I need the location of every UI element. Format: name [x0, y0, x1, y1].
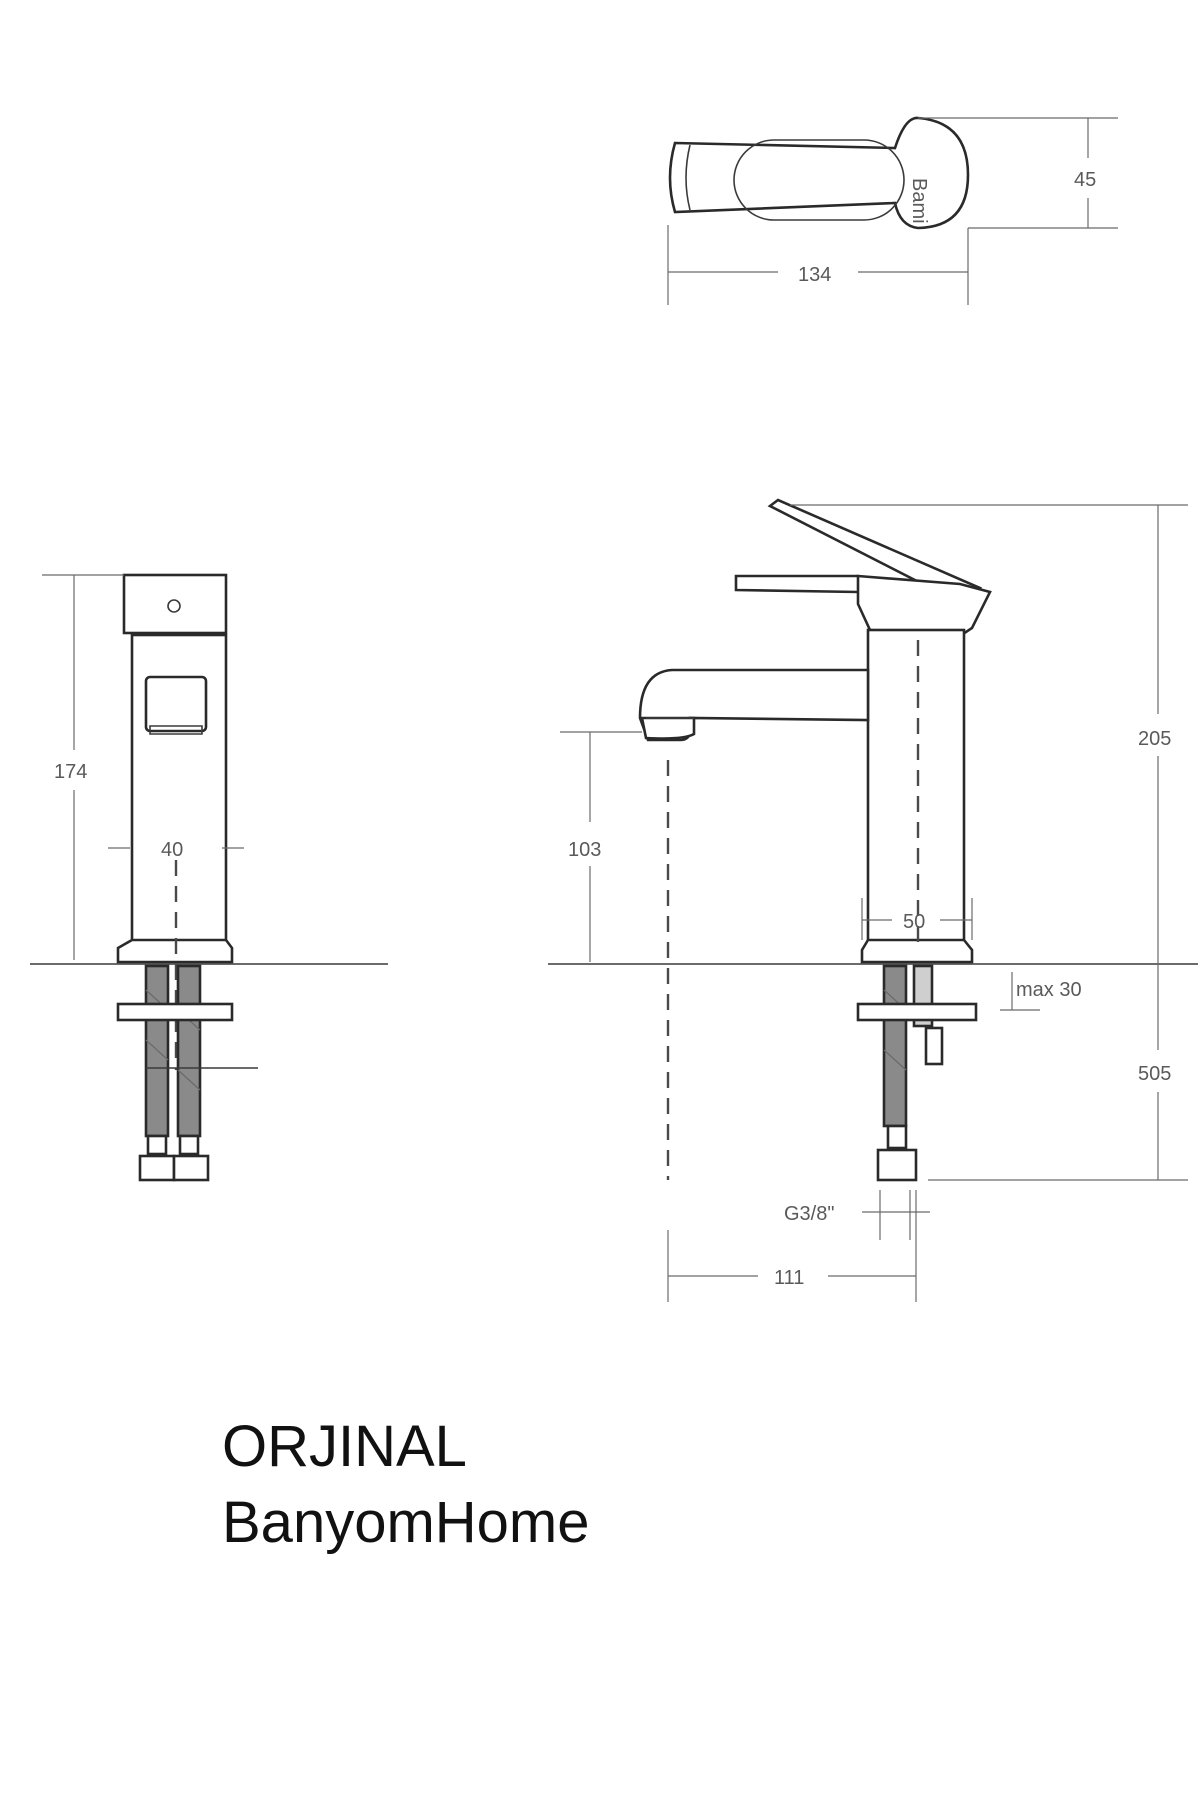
top-length-label: 134	[798, 264, 831, 286]
front-view: 205 505 103 50 max 30 G3/8" 111	[548, 498, 1198, 1302]
spout-height-label: 103	[568, 839, 601, 861]
caption-line-1: ORJINAL	[222, 1414, 467, 1479]
reach-label: 111	[774, 1267, 804, 1289]
top-height-label: 45	[1074, 169, 1096, 191]
hose-length-label: 505	[1138, 1063, 1171, 1085]
side-width-label: 40	[161, 839, 183, 861]
base-width-label: 50	[903, 911, 925, 933]
caption-line-2: BanyomHome	[222, 1490, 590, 1555]
side-height-label: 174	[54, 761, 87, 783]
total-height-label: 205	[1138, 728, 1171, 750]
top-view: Bami 134 45	[667, 116, 1118, 305]
thread-label: G3/8"	[784, 1203, 834, 1225]
svg-text:Bami: Bami	[908, 178, 930, 224]
max-deck-label: max 30	[1016, 979, 1082, 1001]
side-view: 174 40	[30, 573, 388, 1182]
